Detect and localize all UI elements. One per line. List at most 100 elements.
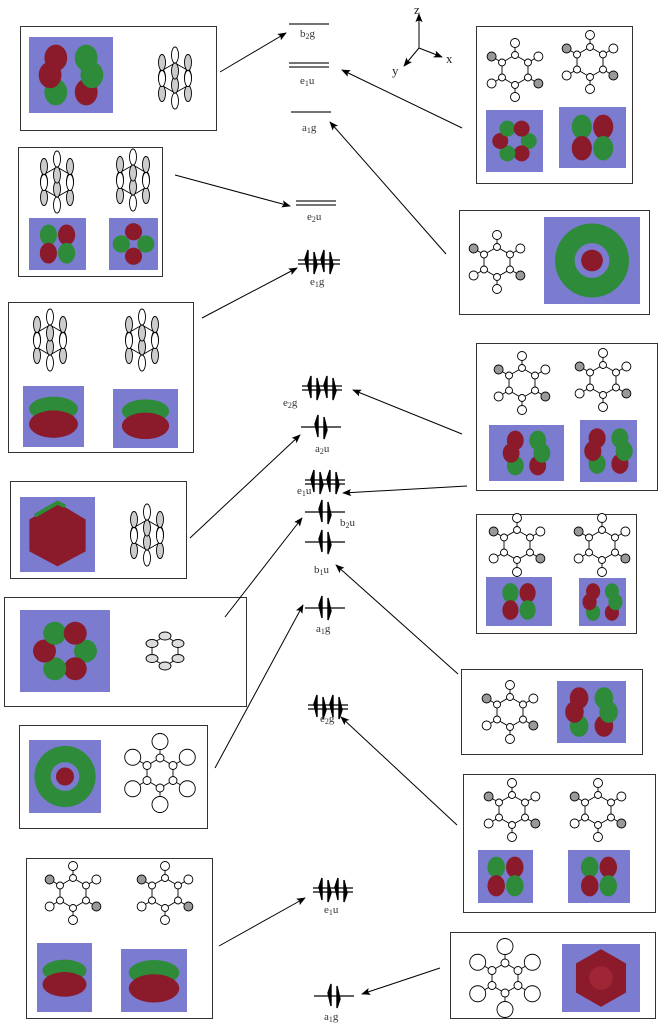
spin-down-electron-icon [322, 696, 327, 720]
orbital-panel [19, 725, 208, 829]
spin-up-electron-icon [314, 414, 319, 438]
orbital-schematic-drawing [481, 680, 539, 744]
spin-down-electron-icon [335, 471, 340, 495]
spin-up-electron-icon [307, 375, 312, 399]
level-label: e2u [307, 211, 322, 224]
orbital-schematic-drawing [40, 150, 74, 214]
orbital-isosurface-image [20, 610, 110, 692]
orbital-schematic-drawing [125, 308, 159, 372]
connector-arrow [214, 604, 304, 769]
orbital-panel [4, 597, 247, 707]
level-label: b1u [314, 564, 330, 577]
x-axis-label: x [446, 51, 453, 66]
orbital-panel [450, 932, 656, 1019]
orbital-isosurface-image [568, 850, 630, 903]
z-axis-label: z [414, 2, 420, 17]
level-label: a1g [302, 122, 317, 135]
orbital-panel [459, 210, 650, 315]
connector-arrow [352, 389, 463, 435]
coordinate-axes: z x y [392, 2, 453, 78]
orbital-schematic-drawing [130, 503, 164, 567]
orbital-isosurface-image [489, 425, 564, 481]
orbital-panel [18, 147, 163, 277]
spin-down-electron-icon [343, 879, 348, 903]
orbital-schematic-drawing [145, 631, 185, 671]
orbital-isosurface-image [557, 681, 626, 743]
orbital-panel [20, 26, 217, 131]
orbital-schematic-drawing [488, 513, 546, 577]
orbital-isosurface-image [562, 944, 640, 1012]
connector-arrow [219, 32, 287, 73]
spin-up-electron-icon [320, 249, 325, 273]
spin-down-electron-icon [338, 696, 343, 720]
orbital-panel [8, 302, 194, 453]
connector-arrow [341, 69, 463, 129]
orbital-isosurface-image [109, 218, 158, 270]
level-label: e2g [283, 397, 298, 410]
spin-down-electron-icon [336, 985, 341, 1009]
orbital-panel [476, 513, 637, 634]
level-b2u: b2u [305, 499, 356, 530]
level-e1u-upper: e1u [297, 469, 345, 498]
spin-up-electron-icon [313, 694, 318, 718]
spin-up-electron-icon [323, 375, 328, 399]
orbital-isosurface-image [121, 949, 187, 1012]
connector-arrow [174, 174, 291, 208]
level-label: e2g [320, 713, 335, 726]
orbital-isosurface-image [478, 850, 533, 903]
spin-up-electron-icon [310, 469, 315, 493]
connector-arrow [218, 897, 306, 947]
level-e1u-virtual: e1u [289, 62, 329, 88]
level-label: a2u [315, 443, 330, 456]
energy-levels: b2ge1ua1ge2ue1ge2ga2ue1ub2ub1ua1ge2ge1ua… [283, 23, 356, 1024]
connector-arrow [342, 485, 468, 497]
orbital-schematic-drawing [124, 733, 196, 813]
orbital-isosurface-image [29, 740, 101, 813]
y-axis-label: y [392, 63, 399, 78]
spin-up-electron-icon [304, 249, 309, 273]
level-b1u: b1u [305, 529, 345, 577]
spin-up-electron-icon [318, 877, 323, 901]
spin-down-electron-icon [327, 501, 332, 525]
spin-down-electron-icon [313, 251, 318, 275]
spin-down-electron-icon [327, 597, 332, 621]
level-e2g-upper: e2g [283, 375, 342, 410]
orbital-isosurface-image [580, 420, 637, 482]
level-label: b2u [340, 517, 356, 530]
spin-up-electron-icon [318, 529, 323, 553]
orbital-isosurface-image [559, 107, 626, 168]
orbital-panel [463, 774, 656, 913]
orbital-schematic-drawing [561, 30, 619, 94]
orbital-schematic-drawing [569, 778, 627, 842]
orbital-schematic-drawing [493, 351, 551, 415]
connector-arrow [189, 434, 301, 539]
spin-down-electron-icon [319, 471, 324, 495]
connector-arrow [329, 121, 447, 255]
level-label: e1u [324, 904, 339, 917]
connector-arrow [340, 716, 458, 826]
level-a2u: a2u [301, 414, 341, 456]
orbital-isosurface-image [544, 217, 640, 304]
spin-down-electron-icon [327, 531, 332, 555]
level-a1g-virtual: a1g [291, 111, 331, 135]
spin-down-electron-icon [332, 377, 337, 401]
spin-down-electron-icon [323, 416, 328, 440]
orbital-panel [476, 343, 658, 491]
spin-up-electron-icon [318, 595, 323, 619]
orbital-schematic-drawing [573, 513, 631, 577]
orbital-schematic-drawing [469, 938, 541, 1018]
orbital-schematic-drawing [483, 778, 541, 842]
level-b2g: b2g [289, 23, 329, 41]
orbital-isosurface-image [113, 389, 178, 448]
connector-arrow [201, 267, 298, 319]
level-label: e1u [297, 485, 312, 498]
spin-down-electron-icon [327, 879, 332, 903]
level-e2g-lower: e2g [308, 694, 348, 726]
spin-down-electron-icon [316, 377, 321, 401]
orbital-isosurface-image [29, 37, 113, 113]
orbital-schematic-drawing [44, 861, 102, 925]
spin-up-electron-icon [327, 983, 332, 1007]
level-a1g-lower: a1g [314, 983, 354, 1024]
orbital-schematic-drawing [33, 308, 67, 372]
